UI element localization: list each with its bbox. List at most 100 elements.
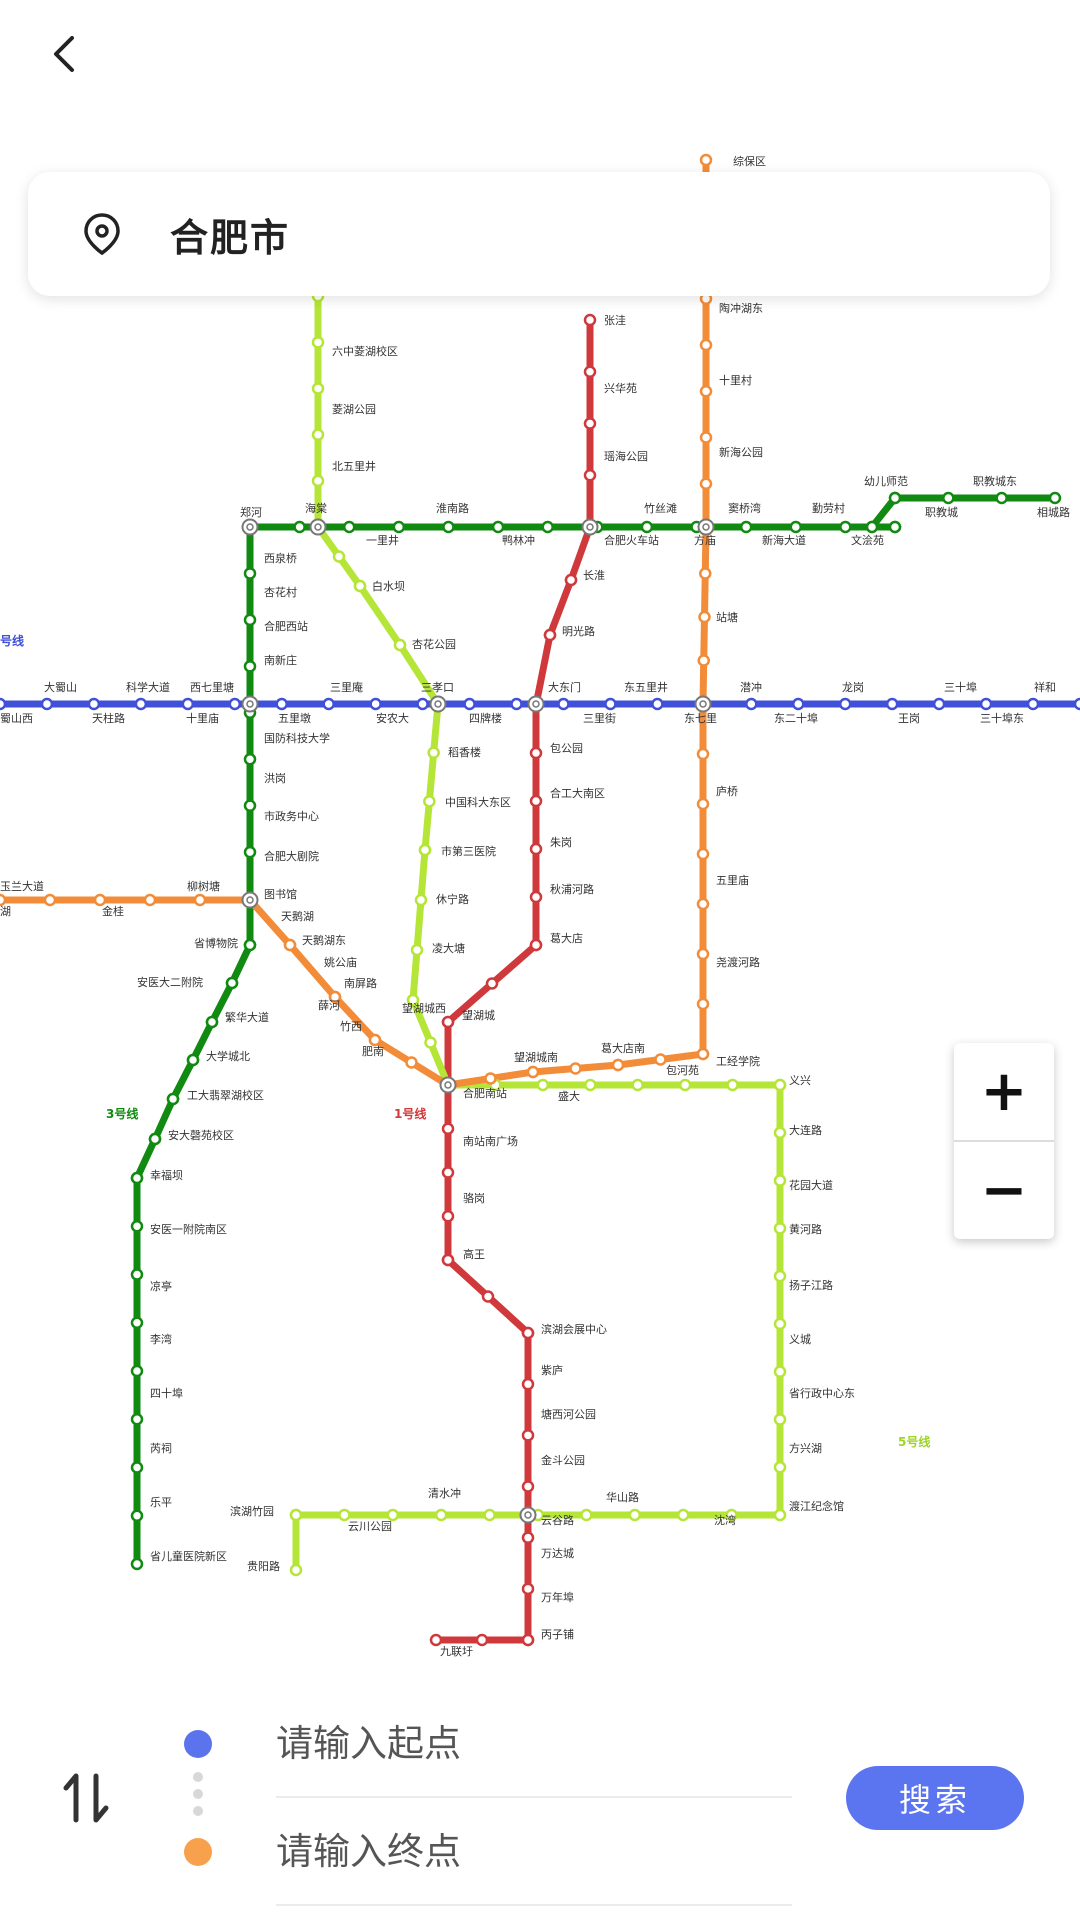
station-dot[interactable]: [631, 1078, 644, 1092]
station-dot[interactable]: [773, 1365, 787, 1378]
start-input[interactable]: [276, 1708, 792, 1778]
station-label[interactable]: 天鹅湖东: [302, 933, 346, 947]
station-label[interactable]: 白水坝: [372, 579, 405, 593]
station-label[interactable]: 工大翡翠湖校区: [187, 1088, 264, 1102]
station-dot[interactable]: [696, 747, 710, 761]
station-dot[interactable]: [243, 567, 257, 580]
station-label[interactable]: 幼儿师范: [864, 474, 908, 488]
station-dot[interactable]: [773, 1508, 787, 1522]
station-label[interactable]: 秋浦河路: [550, 882, 594, 896]
station-label[interactable]: 肥南: [362, 1045, 384, 1058]
station-label[interactable]: 包公园: [550, 742, 583, 755]
station-label[interactable]: 安农大: [376, 711, 409, 725]
station-label[interactable]: 湖: [0, 905, 11, 918]
station-label[interactable]: 明光路: [562, 624, 595, 638]
zoom-out-button[interactable]: −: [980, 1158, 1028, 1223]
station-dot[interactable]: [676, 1508, 690, 1522]
station-dot[interactable]: [424, 1036, 437, 1049]
transfer-station-icon[interactable]: [241, 518, 259, 536]
station-dot[interactable]: [491, 520, 505, 534]
station-label[interactable]: 西七里塘: [190, 680, 234, 694]
station-dot[interactable]: [484, 1072, 497, 1085]
station-dot[interactable]: [521, 1531, 535, 1544]
station-dot[interactable]: [481, 1290, 495, 1303]
station-dot[interactable]: [739, 520, 753, 534]
station-dot[interactable]: [773, 1078, 787, 1092]
station-label[interactable]: 南屏路: [344, 977, 377, 990]
station-dot[interactable]: [186, 1053, 200, 1067]
station-dot[interactable]: [414, 893, 428, 907]
station-label[interactable]: 一里井: [366, 533, 399, 547]
station-label[interactable]: 十里庙: [186, 711, 219, 725]
station-label[interactable]: 滨湖会展中心: [541, 1322, 607, 1336]
station-dot[interactable]: [386, 1508, 400, 1522]
station-dot[interactable]: [243, 613, 257, 627]
station-dot[interactable]: [541, 520, 554, 534]
station-dot[interactable]: [130, 1316, 144, 1329]
station-dot[interactable]: [583, 417, 597, 430]
station-dot[interactable]: [726, 1078, 739, 1092]
station-label[interactable]: 华山路: [606, 1490, 639, 1504]
station-label[interactable]: 义兴: [789, 1074, 811, 1087]
station-dot[interactable]: [328, 990, 342, 1004]
station-label[interactable]: 九联圩: [440, 1645, 473, 1658]
station-dot[interactable]: [1026, 697, 1040, 711]
station-dot[interactable]: [725, 1508, 738, 1522]
station-label[interactable]: 站塘: [716, 610, 738, 624]
station-label[interactable]: 陶冲湖东: [719, 301, 763, 315]
station-dot[interactable]: [696, 1047, 710, 1061]
station-label[interactable]: 安医一附院南区: [150, 1222, 227, 1236]
station-dot[interactable]: [243, 660, 257, 673]
station-label[interactable]: 合肥南站: [463, 1086, 507, 1100]
station-label[interactable]: 省博物院: [194, 936, 238, 950]
station-dot[interactable]: [429, 1633, 443, 1647]
station-label[interactable]: 合肥大剧院: [264, 849, 319, 863]
station-dot[interactable]: [773, 1317, 787, 1331]
station-label[interactable]: 三里庵: [330, 680, 363, 694]
station-label[interactable]: 竹丝滩: [644, 501, 677, 515]
station-label[interactable]: 安大磬苑校区: [168, 1128, 234, 1142]
station-label[interactable]: 职教城: [925, 506, 958, 519]
station-dot[interactable]: [483, 1508, 496, 1522]
station-dot[interactable]: [584, 1078, 597, 1092]
station-dot[interactable]: [526, 1065, 540, 1079]
station-dot[interactable]: [773, 1222, 787, 1235]
station-dot[interactable]: [888, 520, 902, 534]
station-dot[interactable]: [441, 1210, 455, 1223]
station-label[interactable]: 金斗公园: [541, 1453, 585, 1467]
station-label[interactable]: 六中菱湖校区: [332, 344, 398, 358]
station-dot[interactable]: [275, 697, 288, 711]
station-label[interactable]: 综保区: [733, 154, 766, 168]
station-dot[interactable]: [427, 746, 440, 759]
station-dot[interactable]: [651, 697, 664, 711]
station-label[interactable]: 市第三医院: [441, 844, 496, 858]
station-label[interactable]: 淮南路: [436, 502, 469, 515]
station-label[interactable]: 鸭林冲: [502, 533, 535, 547]
transfer-station-icon[interactable]: [429, 695, 447, 713]
station-dot[interactable]: [410, 943, 424, 957]
station-label[interactable]: 紫庐: [541, 1363, 563, 1377]
station-label[interactable]: 大连路: [789, 1123, 822, 1137]
station-dot[interactable]: [604, 697, 617, 711]
station-dot[interactable]: [93, 893, 107, 907]
station-dot[interactable]: [773, 1269, 787, 1283]
station-dot[interactable]: [580, 1508, 593, 1522]
station-label[interactable]: 王岗: [898, 712, 920, 725]
station-label[interactable]: 祥和: [1034, 680, 1056, 694]
station-dot[interactable]: [423, 795, 436, 808]
station-dot[interactable]: [130, 1413, 144, 1426]
station-dot[interactable]: [521, 1582, 535, 1596]
station-dot[interactable]: [569, 1062, 582, 1075]
station-dot[interactable]: [243, 938, 257, 952]
station-label[interactable]: 东二十埠: [774, 711, 818, 725]
station-dot[interactable]: [557, 697, 570, 711]
station-label[interactable]: 尧渡河路: [716, 955, 760, 969]
station-dot[interactable]: [696, 997, 710, 1011]
station-label[interactable]: 花园大道: [789, 1178, 833, 1192]
station-dot[interactable]: [441, 1253, 455, 1267]
station-label[interactable]: 芮祠: [150, 1441, 172, 1455]
station-label[interactable]: 包河苑: [666, 1064, 699, 1077]
station-label[interactable]: 东五里井: [624, 680, 668, 694]
station-label[interactable]: 长淮: [583, 569, 605, 582]
station-dot[interactable]: [792, 697, 805, 711]
